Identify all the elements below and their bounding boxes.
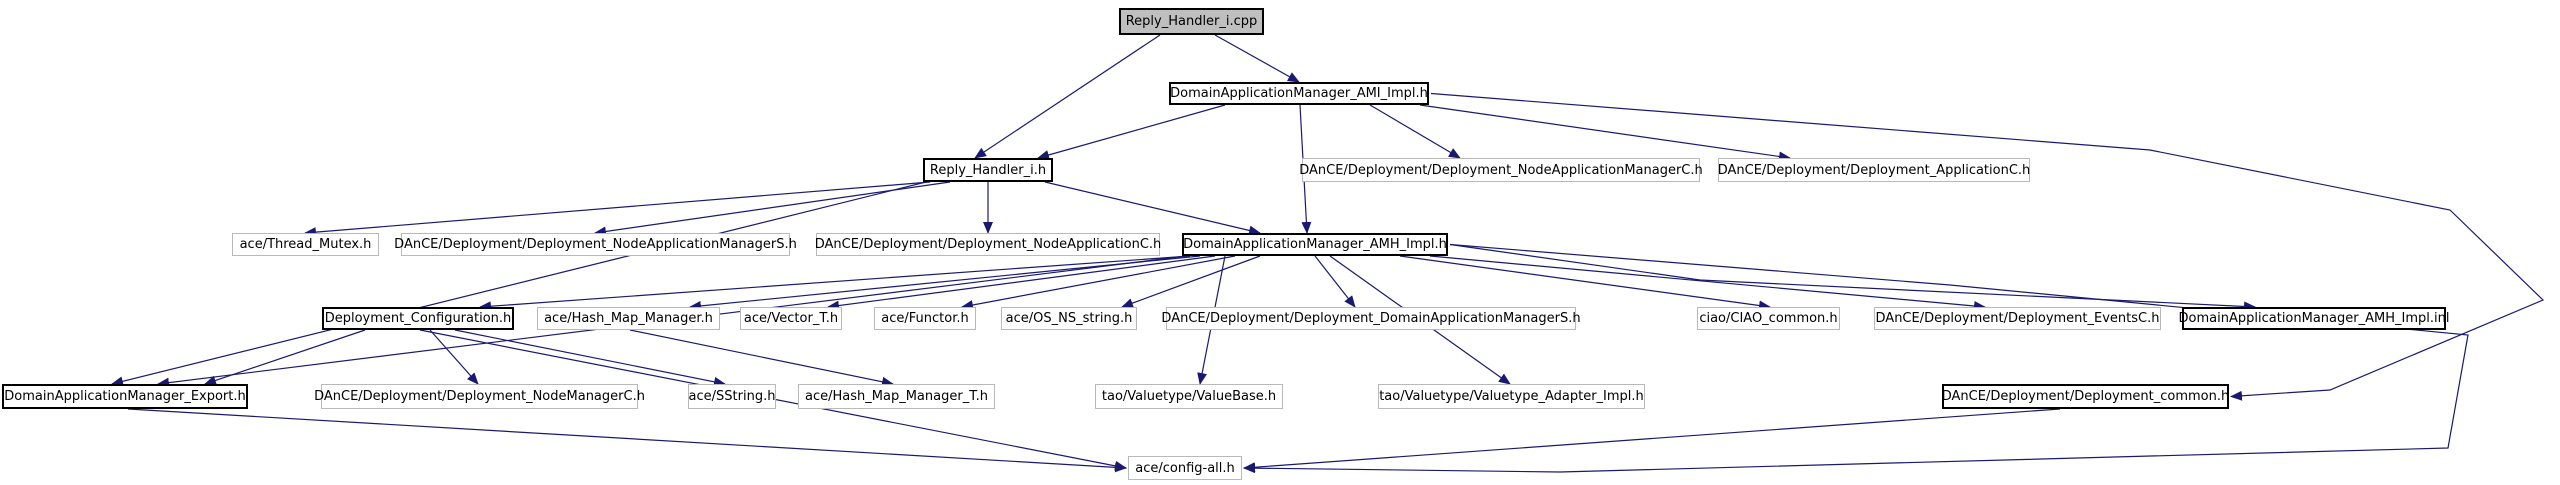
graph-node-dams: DAnCE/Deployment/Deployment_DomainApplic… <box>1161 307 1581 330</box>
graph-node-valuebase: tao/Valuetype/ValueBase.h <box>1095 384 1283 409</box>
graph-node-hmmt: ace/Hash_Map_Manager_T.h <box>798 384 995 409</box>
graph-node-vadapter: tao/Valuetype/Valuetype_Adapter_Impl.h <box>1378 384 1645 409</box>
graph-node-common_h[interactable]: DAnCE/Deployment/Deployment_common.h <box>1942 384 2229 409</box>
edge-amh_h-to-eventsc <box>1429 255 1986 311</box>
edge-amh_h-to-functor <box>961 255 1236 310</box>
graph-node-eventsc: DAnCE/Deployment/Deployment_EventsC.h <box>1874 307 2161 330</box>
graph-node-config_h[interactable]: Deployment_Configuration.h <box>322 307 514 330</box>
edge-amh_h-to-vector_t <box>827 255 1216 311</box>
graph-node-vector_t: ace/Vector_T.h <box>740 307 842 330</box>
graph-node-nmc: DAnCE/Deployment/Deployment_NodeManagerC… <box>314 384 645 409</box>
edge-amh_h-to-ciao <box>1399 255 1771 311</box>
graph-node-functor: ace/Functor.h <box>874 307 976 330</box>
edge-common_h-to-configall <box>1243 408 2061 473</box>
graph-node-amh_h[interactable]: DomainApplicationManager_AMH_Impl.h <box>1182 233 1448 256</box>
graph-node-configall: ace/config-all.h <box>1128 456 1242 480</box>
edge-reply_cpp-to-reply_h <box>974 34 1161 159</box>
edge-reply_cpp-to-ami_h <box>1214 34 1300 83</box>
edge-reply_h-to-thread_mutex <box>304 181 931 238</box>
edge-ami_h-to-namc <box>1369 104 1461 159</box>
edge-config_h-to-nmc <box>429 329 479 385</box>
edge-hmm-to-hmmt <box>629 329 894 387</box>
edge-amh_h-to-amh_inl <box>1449 243 2256 312</box>
graph-node-sstring: ace/SString.h <box>688 384 776 409</box>
edge-amh_h-to-configall <box>1243 243 2469 474</box>
graph-node-namc: DAnCE/Deployment/Deployment_NodeApplicat… <box>1299 158 1703 182</box>
edge-reply_h-to-amh_h <box>1044 181 1261 236</box>
edge-amh_h-to-osns <box>1121 255 1261 308</box>
graph-node-nams: DAnCE/Deployment/Deployment_NodeApplicat… <box>394 233 797 256</box>
graph-node-reply_cpp: Reply_Handler_i.cpp <box>1119 8 1264 35</box>
edge-export_h-to-configall <box>127 408 1127 473</box>
edge-ami_h-to-common_h <box>1430 92 2545 401</box>
edge-config_h-to-sstring <box>454 329 726 387</box>
graph-node-ciao: ciao/CIAO_common.h <box>1697 307 1840 330</box>
graph-node-reply_h[interactable]: Reply_Handler_i.h <box>923 158 1053 182</box>
graph-node-appc: DAnCE/Deployment/Deployment_ApplicationC… <box>1718 158 2030 182</box>
edge-amh_h-to-dams <box>1314 255 1356 308</box>
graph-node-osns: ace/OS_NS_string.h <box>1001 307 1137 330</box>
edge-config_h-to-export_h <box>204 329 366 386</box>
graph-node-hmm: ace/Hash_Map_Manager.h <box>537 307 720 330</box>
edge-ami_h-to-appc <box>1419 104 1791 162</box>
edge-amh_h-to-config_h <box>479 255 1191 312</box>
graph-node-amh_inl[interactable]: DomainApplicationManager_AMH_Impl.inl <box>2179 307 2449 330</box>
graph-node-ami_h[interactable]: DomainApplicationManager_AMI_Impl.h <box>1169 82 1429 105</box>
graph-node-nac: DAnCE/Deployment/Deployment_NodeApplicat… <box>815 233 1161 256</box>
edges-group <box>111 34 2545 474</box>
graph-node-export_h[interactable]: DomainApplicationManager_Export.h <box>2 384 248 409</box>
edge-reply_h-to-export_h <box>111 181 927 387</box>
graph-node-thread_mutex: ace/Thread_Mutex.h <box>232 233 379 256</box>
edge-ami_h-to-reply_h <box>1037 104 1226 160</box>
